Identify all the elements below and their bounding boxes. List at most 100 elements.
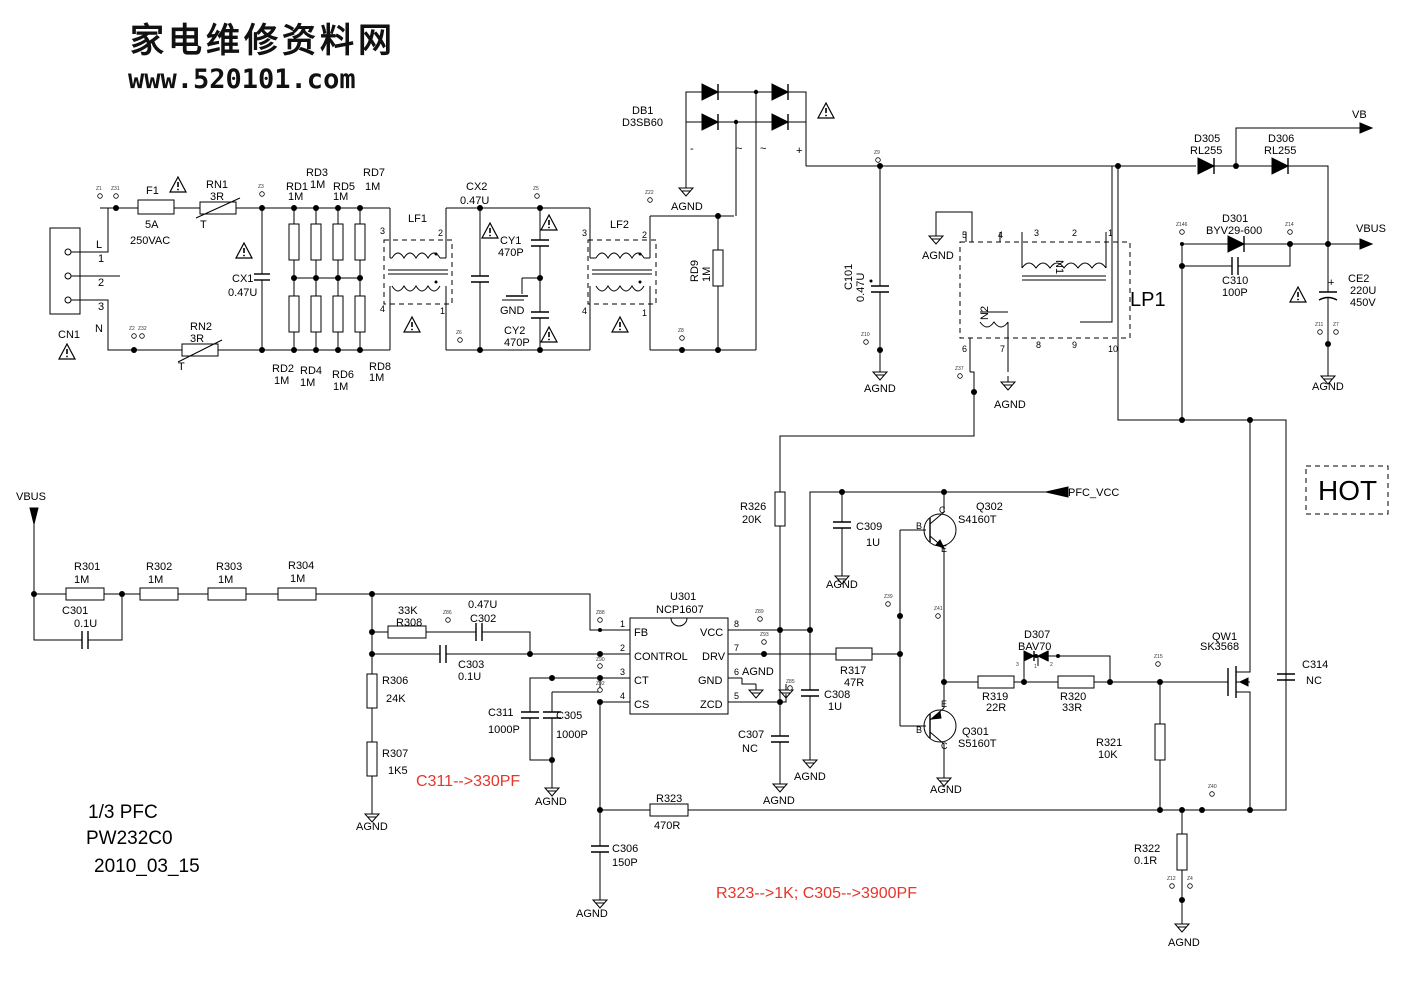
svg-text:FB: FB xyxy=(634,627,648,639)
svg-text:RD7: RD7 xyxy=(363,167,385,179)
svg-text:Z88: Z88 xyxy=(596,610,605,616)
svg-text:6: 6 xyxy=(962,344,967,354)
svg-text:0.47U: 0.47U xyxy=(855,273,867,302)
svg-text:2: 2 xyxy=(438,228,443,238)
svg-text:C314: C314 xyxy=(1302,659,1328,671)
svg-text:1000P: 1000P xyxy=(488,724,520,736)
svg-text:R319: R319 xyxy=(982,691,1008,703)
svg-text:10: 10 xyxy=(1108,344,1118,354)
svg-text:1M: 1M xyxy=(333,381,348,393)
svg-text:7: 7 xyxy=(1000,344,1005,354)
svg-text:CX1: CX1 xyxy=(232,273,253,285)
svg-text:4: 4 xyxy=(380,304,385,314)
svg-text:1: 1 xyxy=(1034,664,1037,670)
svg-text:470P: 470P xyxy=(504,337,530,349)
svg-text:LP1: LP1 xyxy=(1130,289,1166,311)
svg-text:5: 5 xyxy=(962,230,967,240)
note-r323-c305: R323-->1K; C305-->3900PF xyxy=(716,885,917,902)
svg-text:C309: C309 xyxy=(856,521,882,533)
svg-text:CN1: CN1 xyxy=(58,329,80,341)
transistor-q301: Q301 S5160T B E C xyxy=(916,699,997,751)
svg-text:0.1U: 0.1U xyxy=(458,671,481,683)
svg-text:1: 1 xyxy=(620,619,625,629)
svg-text:3: 3 xyxy=(98,301,104,313)
net-vb: VB xyxy=(1352,109,1367,121)
svg-text:C308: C308 xyxy=(824,689,850,701)
svg-text:RD9: RD9 xyxy=(689,260,701,282)
svg-text:N2: N2 xyxy=(979,306,991,320)
agnd-label: AGND xyxy=(576,908,608,920)
svg-text:R323: R323 xyxy=(656,793,682,805)
svg-text:RD6: RD6 xyxy=(332,369,354,381)
svg-text:R317: R317 xyxy=(840,665,866,677)
svg-text:+: + xyxy=(1328,277,1334,289)
bridge-rectifier-db1: DB1 D3SB60 - ~ ~ + xyxy=(622,83,807,350)
svg-text:RD4: RD4 xyxy=(300,365,322,377)
svg-text:NC: NC xyxy=(1306,675,1322,687)
diode-d301: D301 BYV29-600 xyxy=(1206,213,1262,253)
svg-text:Z7: Z7 xyxy=(1333,322,1339,328)
svg-text:1M: 1M xyxy=(218,574,233,586)
svg-text:470R: 470R xyxy=(654,820,680,832)
svg-text:NCP1607: NCP1607 xyxy=(656,604,704,616)
svg-text:8: 8 xyxy=(1036,340,1041,350)
svg-text:R301: R301 xyxy=(74,561,100,573)
svg-text:Z22: Z22 xyxy=(645,190,654,196)
svg-text:RD2: RD2 xyxy=(272,363,294,375)
svg-text:Z14: Z14 xyxy=(1285,222,1294,228)
transformer-lp1: LP1 N1 N2 5 4 3 2 1 6 7 8 9 10 xyxy=(935,166,1166,372)
resistor-r308: 33K R308 xyxy=(387,605,427,639)
svg-text:3: 3 xyxy=(380,226,385,236)
svg-text:VBUS: VBUS xyxy=(16,491,46,503)
net-vbus-left: VBUS xyxy=(16,491,46,525)
capacitor-ce2: + CE2 220U 450V xyxy=(1318,244,1376,370)
svg-text:1: 1 xyxy=(98,253,104,265)
svg-text:7: 7 xyxy=(734,643,739,653)
agnd-label: AGND xyxy=(671,201,703,213)
svg-text:RD3: RD3 xyxy=(306,167,328,179)
svg-text:9: 9 xyxy=(1072,340,1077,350)
svg-text:250VAC: 250VAC xyxy=(130,235,170,247)
capacitor-c306: C306 150P xyxy=(591,843,638,869)
choke-lf1: LF1 3 2 4 1 xyxy=(380,208,453,350)
svg-text:2: 2 xyxy=(1050,662,1053,668)
svg-text:Z39: Z39 xyxy=(884,594,893,600)
sheet-label-3: 2010_03_15 xyxy=(94,856,200,877)
agnd-label: AGND xyxy=(535,796,567,808)
svg-text:6: 6 xyxy=(734,667,739,677)
svg-text:N1: N1 xyxy=(1053,260,1065,274)
agnd-label: AGND xyxy=(356,821,388,833)
svg-text:0.1U: 0.1U xyxy=(74,618,97,630)
agnd-label: AGND xyxy=(1312,381,1344,393)
svg-text:R320: R320 xyxy=(1060,691,1086,703)
svg-text:5A: 5A xyxy=(145,219,159,231)
svg-text:SK3568: SK3568 xyxy=(1200,641,1239,653)
net-vbus: VBUS xyxy=(1356,223,1386,235)
svg-text:0.47U: 0.47U xyxy=(460,195,489,207)
svg-text:C310: C310 xyxy=(1222,275,1248,287)
capacitor-c301: C301 0.1U xyxy=(62,605,97,649)
svg-text:5: 5 xyxy=(734,691,739,701)
svg-text:Z89: Z89 xyxy=(755,609,764,615)
svg-text:D306: D306 xyxy=(1268,133,1294,145)
agnd-label: AGND xyxy=(1168,937,1200,949)
agnd-label: AGND xyxy=(826,579,858,591)
watermark-url: www.520101.com xyxy=(128,64,356,95)
capacitor-c305: C305 1000P xyxy=(543,710,588,741)
svg-text:24K: 24K xyxy=(386,693,406,705)
capacitor-cy1-cy2: CY1 470P GND CY2 470P xyxy=(498,208,549,350)
svg-text:DB1: DB1 xyxy=(632,105,653,117)
svg-text:CY1: CY1 xyxy=(500,235,521,247)
svg-text:C307: C307 xyxy=(738,729,764,741)
svg-text:3: 3 xyxy=(620,667,625,677)
svg-text:D301: D301 xyxy=(1222,213,1248,225)
agnd-label: AGND xyxy=(864,383,896,395)
svg-text:R306: R306 xyxy=(382,675,408,687)
